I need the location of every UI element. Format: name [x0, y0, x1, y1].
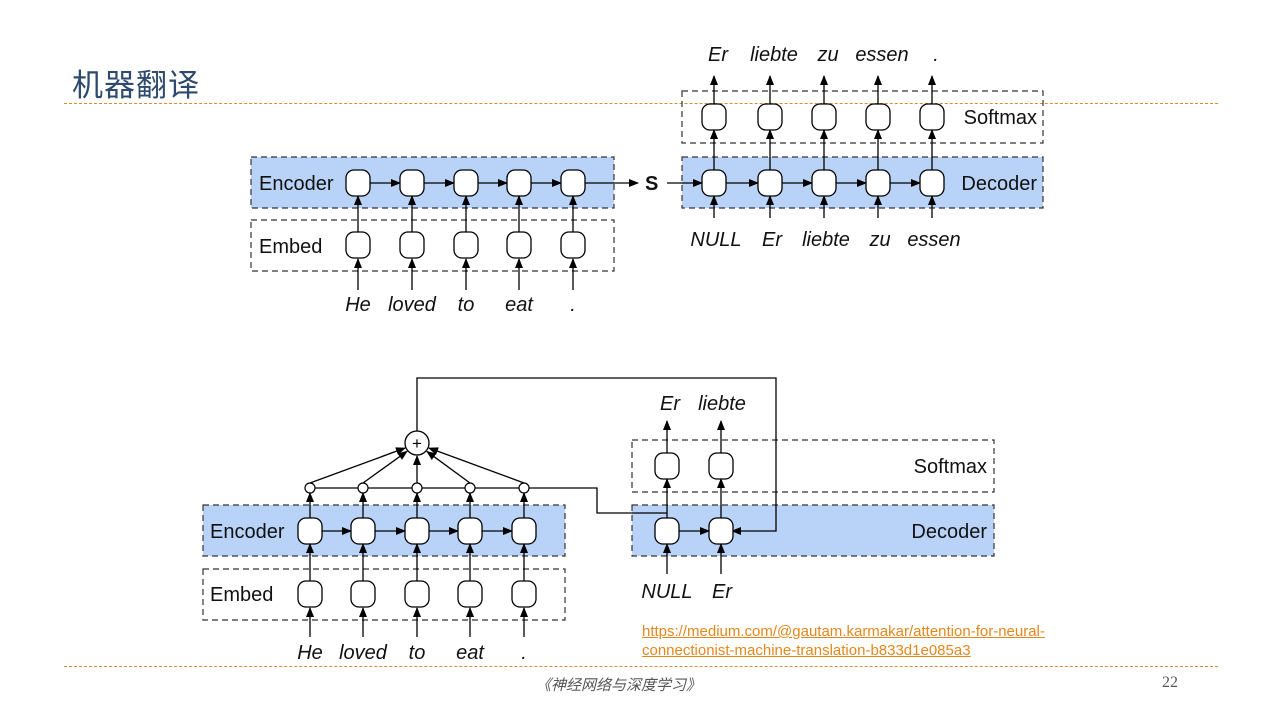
decoder-output-word: essen [855, 44, 908, 66]
source-word: eat [456, 642, 485, 664]
attention-to-sum-arrow [426, 450, 471, 484]
top-state-label: S [645, 173, 658, 195]
decoder-input-word: NULL [641, 581, 692, 603]
embed-node [297, 580, 323, 608]
attention-weight-node [518, 482, 530, 494]
top-softmax-layer [681, 90, 1044, 144]
footer-divider [64, 666, 1218, 667]
embed-node [560, 231, 586, 259]
softmax-node [919, 103, 945, 131]
encoder-node [453, 169, 479, 197]
decoder-input-word: zu [868, 229, 890, 251]
decoder-output-word: liebte [698, 393, 746, 415]
decoder-input-word: essen [907, 229, 960, 251]
embed-node [511, 580, 537, 608]
bottom-decoder-label: Decoder [911, 521, 987, 543]
decoder-input-word: Er [712, 581, 733, 603]
embed-node [457, 580, 483, 608]
softmax-node [757, 103, 783, 131]
decoder-node [865, 169, 891, 197]
decoder-output-word: Er [708, 44, 729, 66]
source-word: to [458, 294, 475, 316]
slide-title: 机器翻译 [72, 68, 200, 104]
bottom-softmax-layer [631, 439, 995, 493]
softmax-node [654, 452, 680, 480]
decoder-input-word: Er [762, 229, 783, 251]
context-vector-connection [416, 377, 777, 535]
softmax-node [701, 103, 727, 131]
attention-weight-node [464, 482, 476, 494]
attention-weight-node [357, 482, 369, 494]
source-word: loved [388, 294, 437, 316]
attention-to-sum-arrow [362, 450, 408, 484]
encoder-node [560, 169, 586, 197]
softmax-node [811, 103, 837, 131]
top-softmax-label: Softmax [964, 107, 1037, 129]
source-link[interactable]: https://medium.com/@gautam.karmakar/atte… [642, 622, 1045, 660]
decoder-node [919, 169, 945, 197]
bottom-embed-label: Embed [210, 584, 273, 606]
sum-symbol: + [412, 434, 422, 453]
softmax-node [865, 103, 891, 131]
decoder-output-word: Er [660, 393, 681, 415]
source-word: He [345, 294, 371, 316]
source-link-line-1[interactable]: https://medium.com/@gautam.karmakar/atte… [642, 623, 1045, 640]
source-word: . [570, 294, 576, 316]
encoder-node [297, 517, 323, 545]
decoder-node [701, 169, 727, 197]
embed-node [506, 231, 532, 259]
decoder-output-word: zu [816, 44, 838, 66]
attention-weight-node [411, 482, 423, 494]
decoder-input-word: NULL [690, 229, 741, 251]
encoder-node [404, 517, 430, 545]
bottom-embed-layer [202, 568, 566, 621]
softmax-node [708, 452, 734, 480]
source-word: . [521, 642, 527, 664]
source-word: eat [505, 294, 534, 316]
encoder-node [399, 169, 425, 197]
book-title-footer: 《神经网络与深度学习》 [536, 676, 702, 694]
source-word: to [409, 642, 426, 664]
encoder-node [506, 169, 532, 197]
page-number: 22 [1162, 674, 1178, 691]
top-embed-label: Embed [259, 236, 322, 258]
embed-node [345, 231, 371, 259]
source-link-line-2[interactable]: connectionist-machine-translation-b833d1… [642, 642, 971, 659]
attention-to-sum-arrow [428, 447, 525, 484]
bottom-encoder-label: Encoder [210, 521, 285, 543]
source-word: loved [339, 642, 388, 664]
source-word: He [297, 642, 323, 664]
sum-node [404, 430, 430, 456]
encoder-node [345, 169, 371, 197]
encoder-node [350, 517, 376, 545]
decoder-output-word: . [933, 44, 939, 66]
decoder-node [811, 169, 837, 197]
encoder-node [511, 517, 537, 545]
decoder-node [708, 517, 734, 545]
decoder-input-word: liebte [802, 229, 850, 251]
embed-node [453, 231, 479, 259]
decoder-node [654, 517, 680, 545]
embed-node [350, 580, 376, 608]
embed-node [399, 231, 425, 259]
decoder-state-connection [529, 487, 667, 514]
header-divider [64, 103, 1218, 104]
decoder-output-word: liebte [750, 44, 798, 66]
decoder-node [757, 169, 783, 197]
attention-weight-node [304, 482, 316, 494]
top-embed-layer [250, 219, 615, 272]
encoder-node [457, 517, 483, 545]
embed-node [404, 580, 430, 608]
attention-to-sum-arrow [309, 447, 406, 484]
bottom-softmax-label: Softmax [914, 456, 987, 478]
top-encoder-label: Encoder [259, 173, 334, 195]
top-decoder-label: Decoder [961, 173, 1037, 195]
